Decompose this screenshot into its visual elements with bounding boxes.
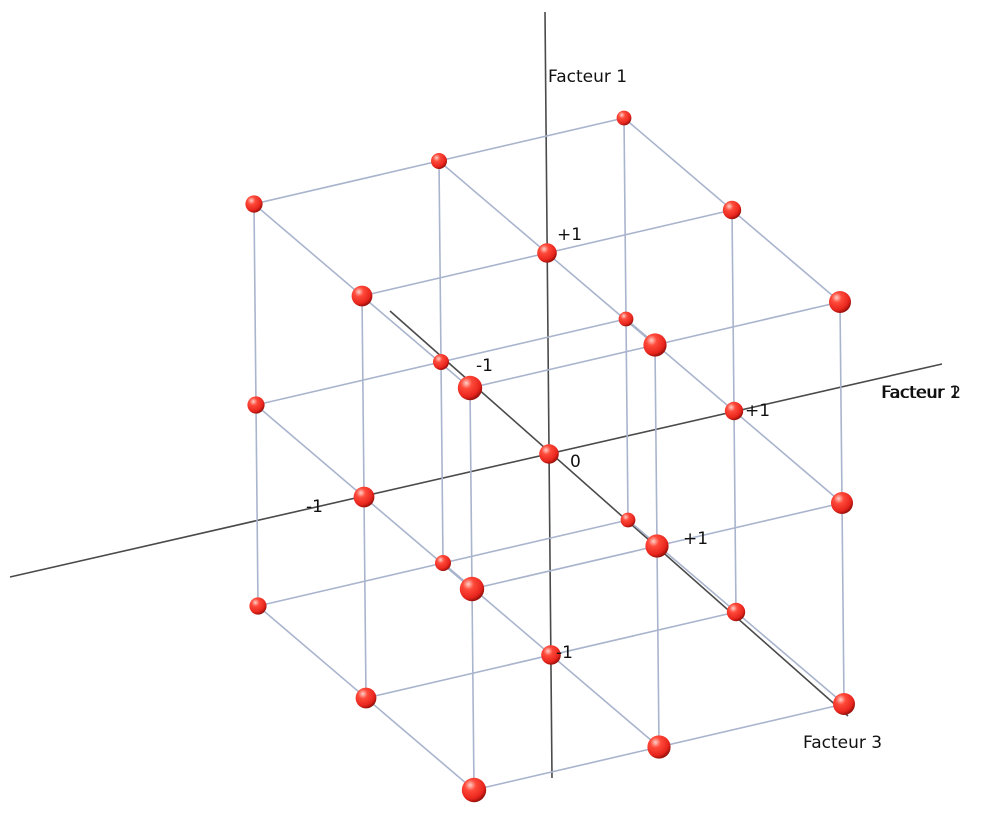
design-point-ppz	[722, 200, 742, 220]
axis-factor3-title: Facteur 3	[803, 733, 882, 753]
design-point-mmz	[355, 687, 377, 709]
design-point-pzm	[431, 153, 447, 169]
design-point-ppm	[616, 110, 632, 126]
design-point-mpp	[833, 693, 855, 715]
design-point-zzp	[645, 534, 669, 558]
design-point-pmp	[457, 375, 483, 401]
design-point-pmz	[351, 285, 373, 307]
design-point-pmm	[245, 195, 263, 213]
axis-factor2-line	[9, 363, 943, 578]
design-point-mpz	[726, 602, 746, 622]
design-point-zpp	[831, 492, 853, 514]
factor1-minus-label: -1	[556, 643, 573, 663]
labels: Facteur 1 Facteur 2 Facteur 1 Facteur 3 …	[306, 67, 961, 753]
design-point-pzz	[537, 243, 557, 263]
design-point-zzm	[433, 354, 449, 370]
design-point-zpz	[724, 401, 744, 421]
factor3-plus-label: +1	[683, 529, 708, 549]
axis-factor1-title: Facteur 1	[548, 67, 627, 87]
axis-factor2-title-overlap: Facteur 1	[881, 383, 960, 403]
design-point-mmm	[249, 597, 267, 615]
factor1-plus-label: +1	[557, 225, 582, 245]
design-point-zzz	[539, 444, 559, 464]
factor2-minus-label: -1	[306, 497, 323, 517]
axis-factor2-title: Facteur 2	[882, 383, 961, 403]
factor3-minus-label: -1	[476, 356, 493, 376]
design-point-mpm	[620, 512, 636, 528]
design-point-zmp	[459, 576, 485, 602]
design-point-pzp	[643, 333, 667, 357]
design-point-mzz	[541, 645, 561, 665]
factor2-plus-label: +1	[745, 401, 770, 421]
design-point-mzm	[435, 555, 451, 571]
origin-label: 0	[570, 452, 581, 472]
design-point-zmm	[247, 396, 265, 414]
design-point-zmz	[353, 486, 375, 508]
design-point-ppp	[829, 291, 851, 313]
design-points	[245, 110, 855, 803]
design-point-mmp	[461, 777, 487, 803]
design-point-mzp	[647, 735, 671, 759]
axis-factor3-line	[389, 310, 849, 717]
design-point-zpm	[618, 311, 634, 327]
